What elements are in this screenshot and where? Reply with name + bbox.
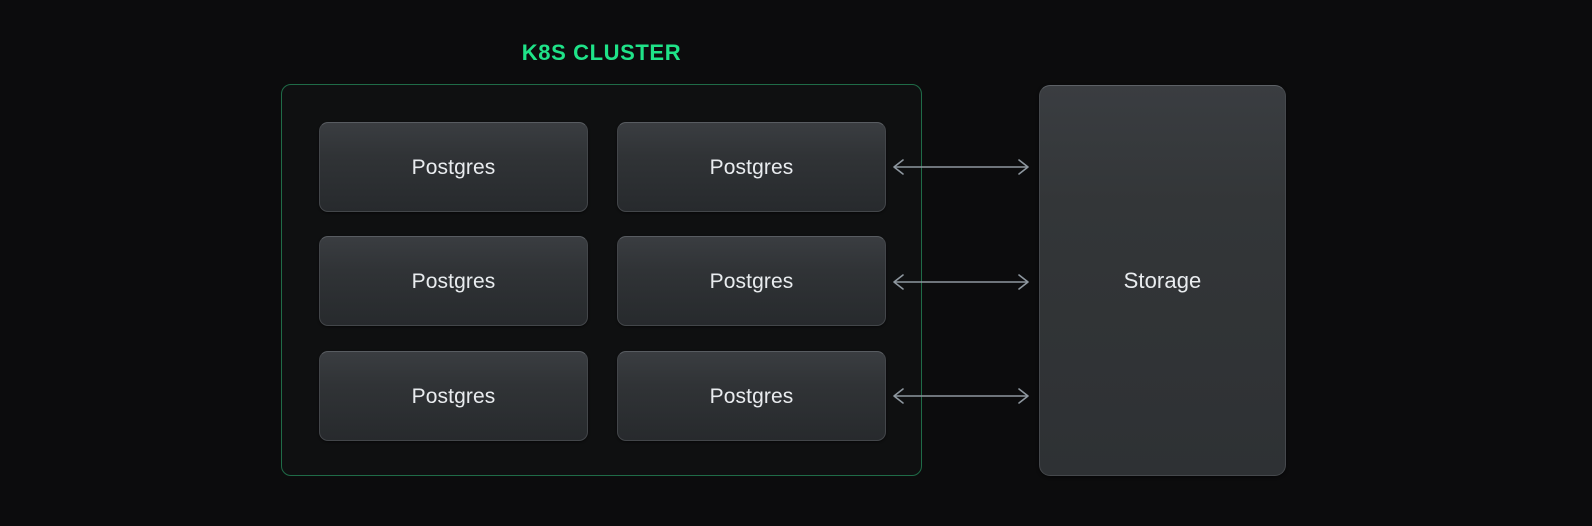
postgres-node[interactable]: Postgres bbox=[617, 351, 886, 441]
postgres-node-label: Postgres bbox=[411, 384, 496, 408]
postgres-node-label: Postgres bbox=[709, 269, 794, 293]
postgres-node-label: Postgres bbox=[411, 269, 496, 293]
bidirectional-arrow-icon bbox=[888, 156, 1034, 178]
postgres-node[interactable]: Postgres bbox=[319, 236, 588, 326]
postgres-node-label: Postgres bbox=[709, 155, 794, 179]
postgres-node[interactable]: Postgres bbox=[319, 122, 588, 212]
storage-node[interactable]: Storage bbox=[1039, 85, 1286, 476]
storage-node-label: Storage bbox=[1123, 267, 1202, 293]
bidirectional-arrow-icon bbox=[888, 385, 1034, 407]
postgres-node[interactable]: Postgres bbox=[319, 351, 588, 441]
bidirectional-arrow-icon bbox=[888, 271, 1034, 293]
postgres-node-label: Postgres bbox=[411, 155, 496, 179]
postgres-node-label: Postgres bbox=[709, 384, 794, 408]
cluster-title: K8S CLUSTER bbox=[521, 40, 682, 65]
postgres-node[interactable]: Postgres bbox=[617, 236, 886, 326]
postgres-node[interactable]: Postgres bbox=[617, 122, 886, 212]
postgres-node-grid: Postgres Postgres Postgres Postgres Post… bbox=[281, 84, 922, 476]
